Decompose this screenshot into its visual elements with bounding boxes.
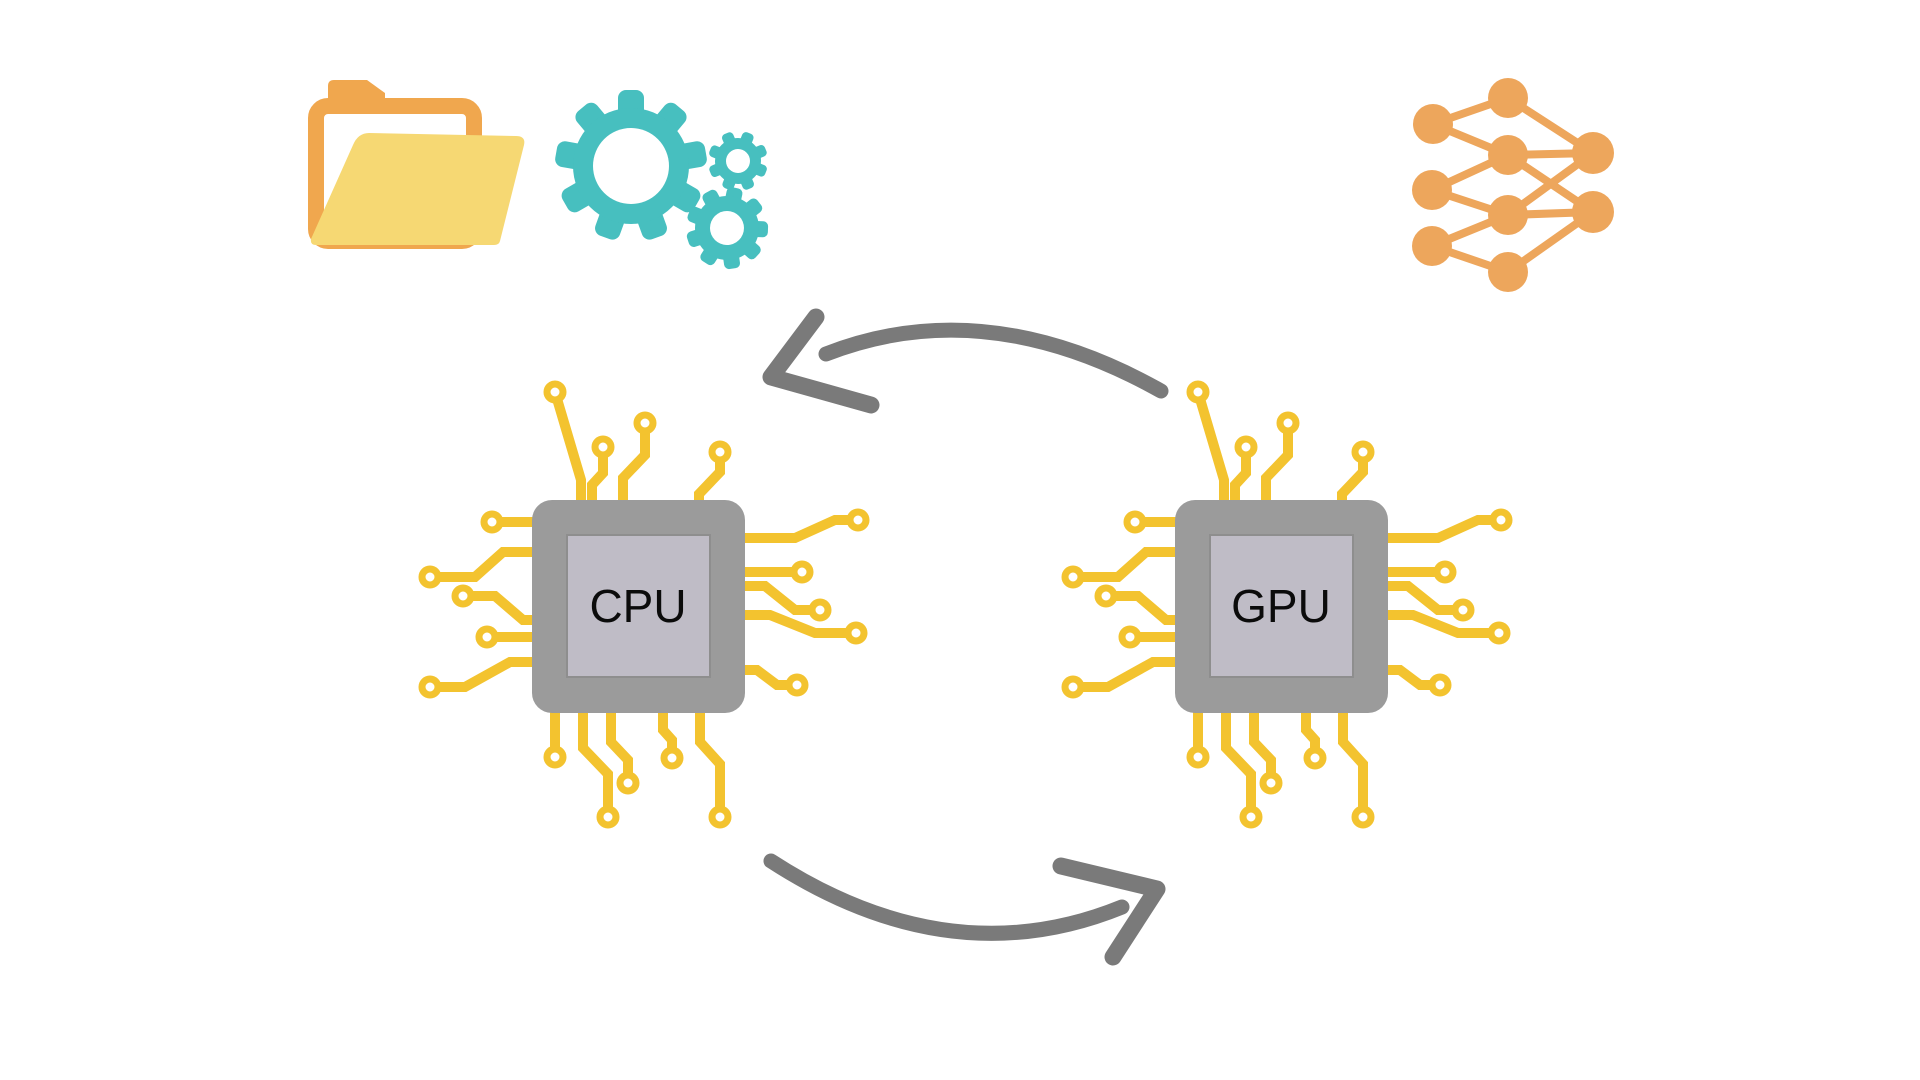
cpu-label: CPU [589,580,686,632]
gears-icon [555,90,769,270]
cycle-arrow-bottom-icon [763,853,1166,966]
gear-group [555,90,769,270]
gpu-label: GPU [1231,580,1331,632]
arrow-arc [763,853,1130,941]
gpu-chip-icon: GPU [1058,370,1518,840]
arrow-head [762,308,880,414]
cycle-arrow-top-icon [762,308,1169,414]
arrow-head [1052,857,1166,966]
folder-front [310,133,525,245]
network-edges [1430,94,1596,276]
folder-icon [308,80,525,249]
chip-die [1209,534,1354,678]
cpu-chip-icon: CPU [415,370,875,840]
neural-network-icon [1412,78,1614,292]
arrow-arc [818,322,1169,399]
chip-die [566,534,711,678]
network-nodes [1412,78,1614,292]
